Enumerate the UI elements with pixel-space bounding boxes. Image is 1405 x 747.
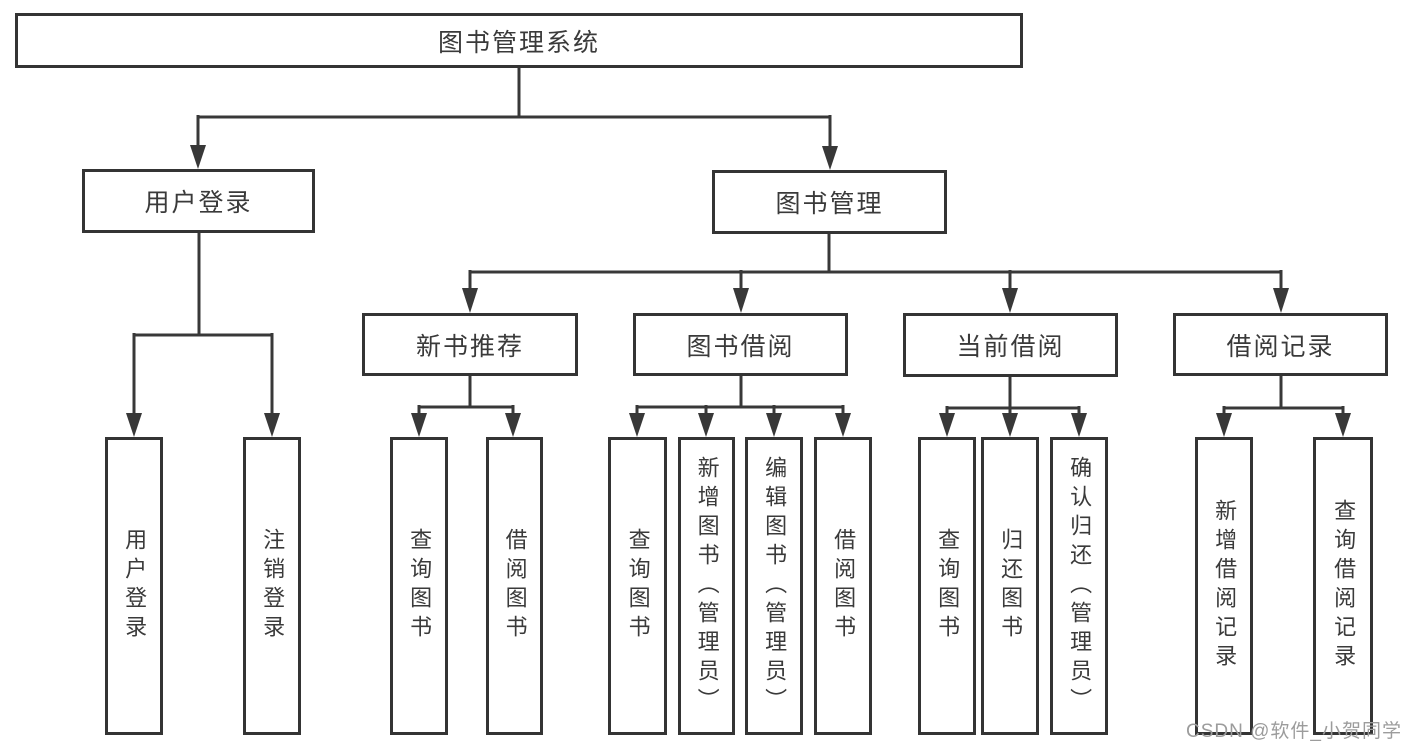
leaf-borrow-books-label: 借阅图书 bbox=[831, 528, 857, 644]
leaf-confirm-return-admin-label: 确认归还（管理员） bbox=[1067, 455, 1093, 717]
node-user-login: 用户登录 bbox=[82, 169, 315, 233]
node-current-borrowing: 当前借阅 bbox=[903, 313, 1118, 377]
leaf-borrow-books: 借阅图书 bbox=[814, 437, 872, 735]
leaf-query-borrow-record-label: 查询借阅记录 bbox=[1331, 499, 1357, 673]
node-book-borrowing-label: 图书借阅 bbox=[686, 332, 795, 361]
node-borrowing-records-label: 借阅记录 bbox=[1226, 332, 1335, 361]
node-root-label: 图书管理系统 bbox=[437, 28, 600, 57]
node-book-management-label: 图书管理 bbox=[775, 190, 884, 218]
node-root-system: 图书管理系统 bbox=[15, 13, 1023, 68]
node-book-borrowing: 图书借阅 bbox=[633, 313, 848, 376]
leaf-query-books-recommend: 查询图书 bbox=[390, 437, 448, 735]
leaf-add-books-admin: 新增图书（管理员） bbox=[678, 437, 735, 735]
leaf-user-login-label: 用户登录 bbox=[122, 528, 148, 644]
leaf-query-books-current-label: 查询图书 bbox=[935, 528, 961, 644]
leaf-query-books-current: 查询图书 bbox=[918, 437, 976, 735]
leaf-borrow-books-recommend-label: 借阅图书 bbox=[502, 528, 528, 644]
leaf-add-borrow-record: 新增借阅记录 bbox=[1195, 437, 1253, 735]
leaf-edit-books-admin-label: 编辑图书（管理员） bbox=[762, 455, 788, 717]
leaf-logout-label: 注销登录 bbox=[260, 528, 286, 644]
leaf-return-books: 归还图书 bbox=[981, 437, 1039, 735]
leaf-add-books-admin-label: 新增图书（管理员） bbox=[694, 455, 720, 717]
leaf-query-books-borrowing: 查询图书 bbox=[608, 437, 667, 735]
leaf-user-login: 用户登录 bbox=[105, 437, 163, 735]
node-current-borrowing-label: 当前借阅 bbox=[956, 333, 1065, 361]
leaf-confirm-return-admin: 确认归还（管理员） bbox=[1050, 437, 1108, 735]
leaf-add-borrow-record-label: 新增借阅记录 bbox=[1212, 499, 1238, 673]
leaf-query-books-recommend-label: 查询图书 bbox=[407, 528, 433, 644]
leaf-query-books-borrowing-label: 查询图书 bbox=[625, 528, 651, 644]
leaf-return-books-label: 归还图书 bbox=[998, 528, 1024, 644]
node-book-management: 图书管理 bbox=[712, 170, 947, 234]
leaf-query-borrow-record: 查询借阅记录 bbox=[1313, 437, 1373, 735]
leaf-borrow-books-recommend: 借阅图书 bbox=[486, 437, 543, 735]
leaf-logout: 注销登录 bbox=[243, 437, 301, 735]
node-borrowing-records: 借阅记录 bbox=[1173, 313, 1388, 376]
node-new-book-recommend-label: 新书推荐 bbox=[415, 332, 524, 361]
node-new-book-recommend: 新书推荐 bbox=[362, 313, 578, 376]
leaf-edit-books-admin: 编辑图书（管理员） bbox=[745, 437, 803, 735]
watermark: CSDN @软件_小贺同学 bbox=[1186, 721, 1402, 742]
node-user-login-label: 用户登录 bbox=[144, 189, 253, 217]
